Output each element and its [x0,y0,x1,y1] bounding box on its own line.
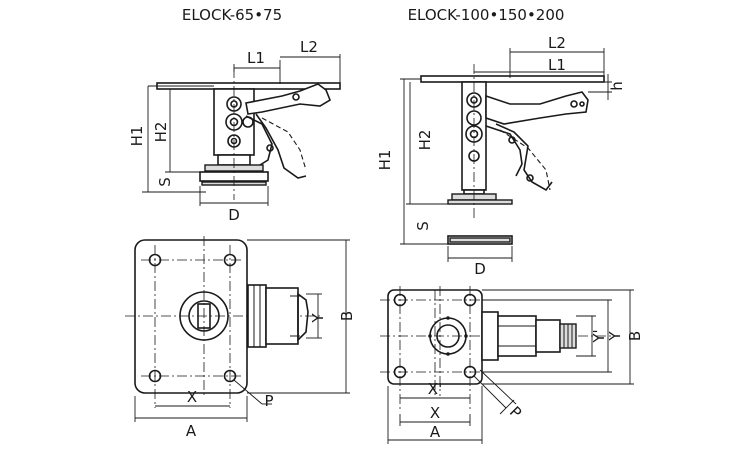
base-plate-top [134,239,248,394]
dim-x: X [430,404,440,422]
mounting-plate [420,75,605,83]
dim-b: B [338,311,356,321]
left-top-view: Y B X A P [125,236,356,440]
dim-s: S [414,221,432,231]
dim-x-prime: X' [428,380,442,398]
dim-l2: L2 [548,34,566,52]
dim-y: Y [309,313,327,324]
dim-h2: H2 [152,122,170,143]
pedal-housing [247,284,267,348]
pedal-lever [245,83,331,115]
dim-h2: H2 [416,130,434,151]
pedal-body [265,287,299,345]
dim-l1: L1 [548,56,566,74]
dim-h1: H1 [376,150,394,171]
linkage-arm [245,115,273,166]
right-side-view: L2 L1 h H1 H2 S D [376,34,626,278]
title-right: ELOCK-100•150•200 [408,6,565,24]
dim-x: X [187,388,197,406]
dim-h: h [608,81,626,91]
title-left: ELOCK-65•75 [182,6,282,24]
central-boss [179,291,229,341]
dim-d: D [474,260,486,278]
right-top-view: Y' Y B X' X A P [380,286,644,444]
rubber-foot [447,199,513,205]
dim-a: A [430,423,441,441]
pedal-body [497,315,537,357]
dim-y: Y [606,331,624,342]
pedal-housing [481,311,499,361]
left-side-view: L1 L2 H1 H2 S D [128,38,341,224]
dim-d: D [228,206,240,224]
dim-y-prime: Y' [590,329,608,343]
dim-p: P [264,392,273,410]
dim-l2: L2 [300,38,318,56]
dim-h1: H1 [128,126,146,147]
dim-a: A [186,422,197,440]
pedal-tip [297,292,309,342]
pedal-lever [485,91,589,125]
dim-s: S [156,177,174,187]
dim-l1: L1 [247,49,265,67]
dim-b: B [626,331,644,341]
